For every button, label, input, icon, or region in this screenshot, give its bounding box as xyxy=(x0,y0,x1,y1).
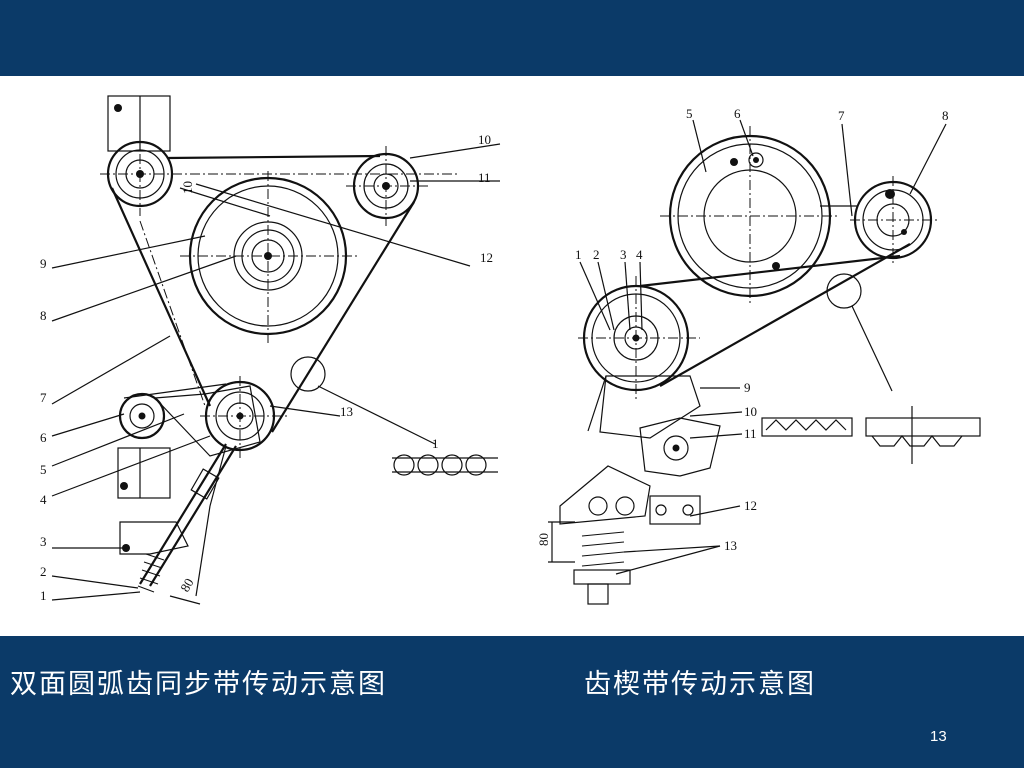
caption-double-arc-timing-belt: 双面圆弧齿同步带传动示意图 xyxy=(10,669,387,700)
arc-tooth-belt-section xyxy=(392,454,498,476)
compression-spring xyxy=(573,531,631,605)
toothed-v-belt-diagram: 5 6 7 8 1 2 3 4 9 10 11 12 13 80 xyxy=(536,106,981,605)
label-1-section: 1 xyxy=(432,436,439,451)
title-bar xyxy=(0,0,1024,76)
label-4: 4 xyxy=(40,492,47,507)
label-10-right: 10 xyxy=(744,404,757,419)
label-6: 6 xyxy=(40,430,47,445)
figure-canvas: 10 11 12 9 8 7 13 6 5 4 3 2 1 10 80 1 xyxy=(0,76,1024,636)
caption-bar xyxy=(0,636,1024,768)
label-7-right: 7 xyxy=(838,108,845,123)
dimension-80-left: 80 xyxy=(177,576,196,595)
label-1: 1 xyxy=(40,588,47,603)
label-3: 3 xyxy=(40,534,47,549)
label-10-top: 10 xyxy=(478,132,491,147)
page-number: 13 xyxy=(930,728,947,745)
label-12-right: 12 xyxy=(744,498,757,513)
adjusting-spring xyxy=(137,553,165,593)
label-8: 8 xyxy=(40,308,47,323)
label-1-right: 1 xyxy=(575,247,582,262)
label-11: 11 xyxy=(478,170,491,185)
label-2: 2 xyxy=(40,564,47,579)
belt-drive-diagrams: 10 11 12 9 8 7 13 6 5 4 3 2 1 10 80 1 xyxy=(40,95,981,605)
label-10-vertical: 10 xyxy=(180,181,195,194)
label-4-right: 4 xyxy=(636,247,643,262)
label-3-right: 3 xyxy=(620,247,627,262)
label-2-right: 2 xyxy=(593,247,600,262)
label-13: 13 xyxy=(340,404,353,419)
top-bracket xyxy=(107,95,171,152)
caption-toothed-v-belt: 齿楔带传动示意图 xyxy=(584,669,816,700)
label-5-right: 5 xyxy=(686,106,693,121)
label-9: 9 xyxy=(40,256,47,271)
label-11-right: 11 xyxy=(744,426,757,441)
lower-left-pulley xyxy=(118,392,166,440)
wedge-belt-section-left xyxy=(761,417,853,437)
dimension-80-right: 80 xyxy=(536,533,551,546)
label-12: 12 xyxy=(480,250,493,265)
wedge-belt-section-right xyxy=(865,406,981,464)
double-arc-timing-belt-diagram: 10 11 12 9 8 7 13 6 5 4 3 2 1 10 80 1 xyxy=(40,95,501,605)
label-9-right: 9 xyxy=(744,380,751,395)
label-13-right: 13 xyxy=(724,538,737,553)
label-5: 5 xyxy=(40,462,47,477)
label-7: 7 xyxy=(40,390,47,405)
label-8-right: 8 xyxy=(942,108,949,123)
label-6-right: 6 xyxy=(734,106,741,121)
